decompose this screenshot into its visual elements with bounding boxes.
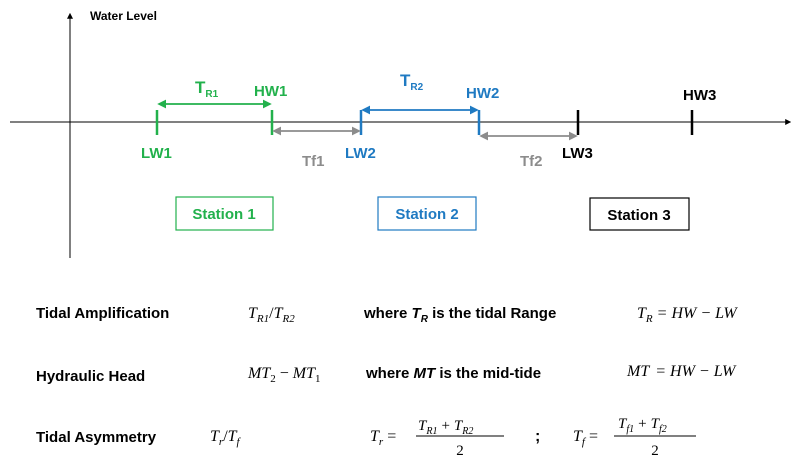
hw2-label: HW2 bbox=[466, 85, 499, 102]
semicolon: ; bbox=[535, 428, 540, 445]
lw2-label: LW2 bbox=[345, 145, 376, 162]
tf-frac-numerator: Tf1+Tf2 bbox=[618, 416, 667, 435]
tr1-label: TR1 bbox=[195, 78, 219, 100]
station1-label: Station 1 bbox=[192, 206, 255, 223]
y-axis-label: Water Level bbox=[90, 9, 157, 23]
lw1-label: LW1 bbox=[141, 145, 172, 162]
station2-label: Station 2 bbox=[395, 206, 458, 223]
asymmetry-expr: Tr/Tf bbox=[210, 428, 242, 448]
tf2-label: Tf2 bbox=[520, 153, 543, 170]
station3-box bbox=[589, 197, 690, 231]
station1-box bbox=[175, 196, 274, 231]
hydraulic-def: MT= HW − LW bbox=[626, 363, 737, 380]
lw3-label: LW3 bbox=[562, 145, 593, 162]
formula-name-hydraulic: Hydraulic Head bbox=[36, 368, 145, 385]
amplification-def: TR= HW − LW bbox=[637, 305, 738, 325]
amplification-expr: TR1/TR2 bbox=[248, 305, 295, 325]
tr-frac-lhs: Tr= bbox=[370, 428, 396, 448]
station3-label: Station 3 bbox=[607, 207, 670, 224]
formula-name-amplification: Tidal Amplification bbox=[36, 305, 169, 322]
tr-frac-numerator: TR1+TR2 bbox=[418, 418, 473, 437]
tr-frac-denominator: 2 bbox=[456, 443, 464, 459]
hw1-label: HW1 bbox=[254, 83, 287, 100]
amplification-where: where TR is the tidal Range bbox=[363, 305, 556, 325]
station2-box bbox=[377, 196, 477, 231]
hw3-label: HW3 bbox=[683, 87, 716, 104]
tr2-label: TR2 bbox=[400, 71, 424, 93]
tf1-label: Tf1 bbox=[302, 153, 325, 170]
tf-frac-lhs: Tf= bbox=[573, 428, 598, 448]
hydraulic-where: where MT is the mid-tide bbox=[365, 365, 541, 382]
hydraulic-expr: MT2 − MT1 bbox=[247, 365, 321, 385]
tf-frac-denominator: 2 bbox=[651, 443, 659, 459]
formula-name-asymmetry: Tidal Asymmetry bbox=[36, 429, 157, 446]
